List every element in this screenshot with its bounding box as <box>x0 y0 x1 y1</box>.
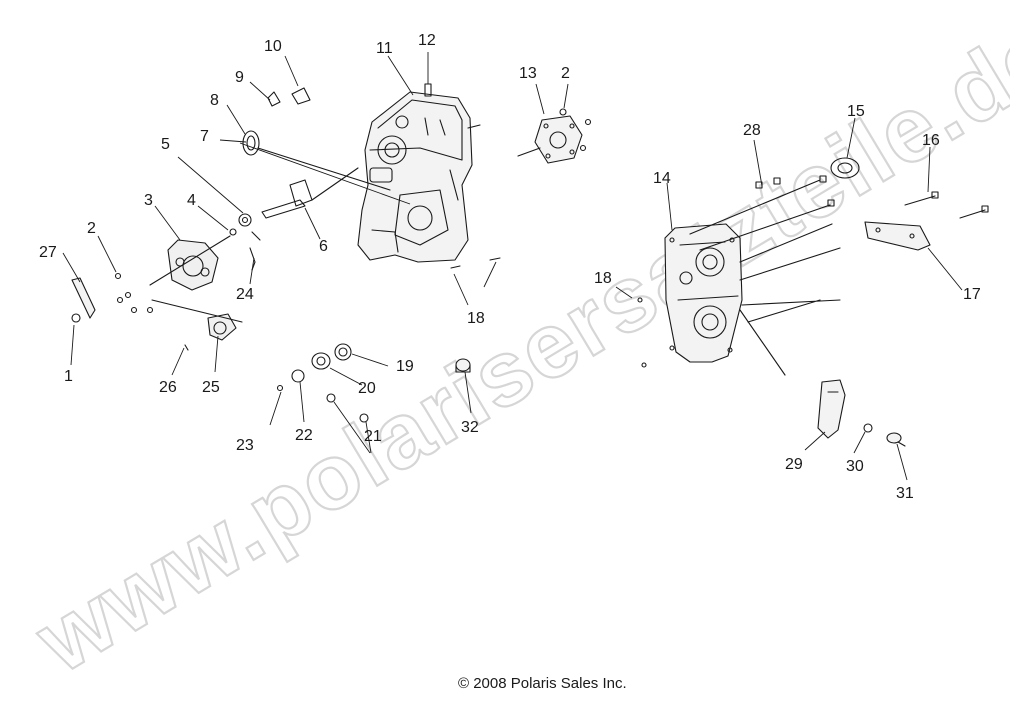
small-gears <box>276 257 501 423</box>
callout-6: 6 <box>319 238 328 255</box>
callout-27: 27 <box>39 244 57 261</box>
left-subassembly <box>71 87 313 351</box>
callout-4: 4 <box>187 192 196 209</box>
copyright-notice: © 2008 Polaris Sales Inc. <box>458 675 627 692</box>
callout-21: 21 <box>364 428 382 445</box>
callout-9: 9 <box>235 69 244 86</box>
callout-7: 7 <box>200 128 209 145</box>
callout-32: 32 <box>461 419 479 436</box>
callout-20: 20 <box>358 380 376 397</box>
callout-10: 10 <box>264 38 282 55</box>
seal-and-bracket <box>830 157 931 251</box>
callout-2: 2 <box>87 220 96 237</box>
callout-11: 11 <box>376 40 393 57</box>
callout-31: 31 <box>896 485 914 502</box>
callout-1: 1 <box>64 368 73 385</box>
callout-23: 23 <box>236 437 254 454</box>
gearcase-housing <box>357 83 473 263</box>
callout-5: 5 <box>161 136 170 153</box>
callout-26: 26 <box>159 379 177 396</box>
callout-8: 8 <box>210 92 219 109</box>
callout-18-right: 18 <box>594 270 612 287</box>
right-case-cover <box>664 223 743 363</box>
callout-2-cover: 2 <box>561 65 570 82</box>
callout-14: 14 <box>653 170 671 187</box>
callout-29: 29 <box>785 456 803 473</box>
callout-16: 16 <box>922 132 940 149</box>
callout-17: 17 <box>963 286 981 303</box>
callout-3: 3 <box>144 192 153 209</box>
callout-12: 12 <box>418 32 436 49</box>
cover-plate <box>534 108 592 164</box>
callout-18-left: 18 <box>467 310 485 327</box>
alignment-lines <box>149 124 786 376</box>
callout-19: 19 <box>396 358 414 375</box>
bolts <box>689 175 989 323</box>
callout-30: 30 <box>846 458 864 475</box>
callout-13: 13 <box>519 65 537 82</box>
callout-24: 24 <box>236 286 254 303</box>
callout-22: 22 <box>295 427 313 444</box>
lower-right-parts <box>637 297 906 447</box>
callout-28: 28 <box>743 122 761 139</box>
callout-25: 25 <box>202 379 220 396</box>
callout-15: 15 <box>847 103 865 120</box>
